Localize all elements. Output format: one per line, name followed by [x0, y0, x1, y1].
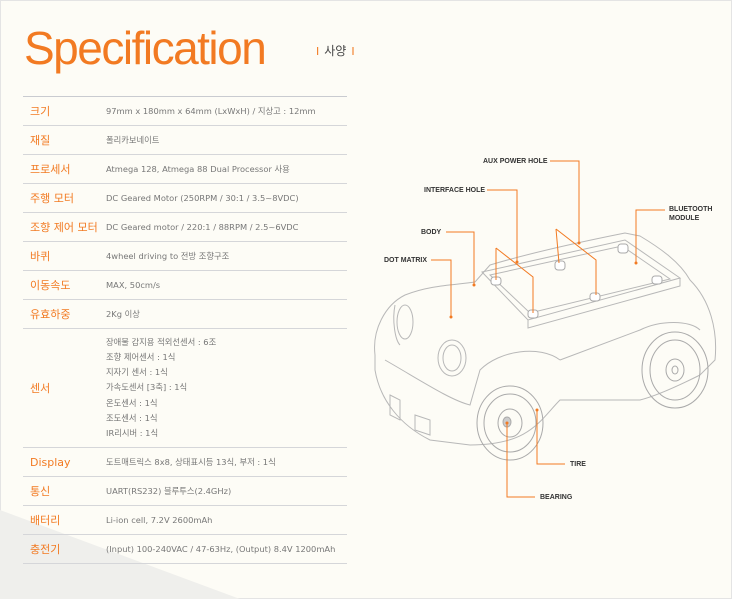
subtitle-text: 사양: [324, 44, 347, 58]
callout-dots: [449, 241, 638, 425]
sensor-item: IR리시버 : 1식: [106, 428, 159, 438]
posts: [490, 243, 663, 319]
label-body: BODY: [421, 229, 442, 236]
sensor-item: 장애물 감지용 적외선센서 : 6조: [106, 336, 217, 347]
sensor-list: 장애물 감지용 적외선센서 : 6조 조향 제어센서 : 1식 지자기 센서 :…: [106, 335, 216, 441]
rear-wheel: [641, 331, 709, 409]
spec-row: 주행 모터 DC Geared Motor (250RPM / 30:1 / 3.…: [23, 184, 347, 213]
spec-label: 주행 모터: [30, 192, 74, 205]
spec-value: DC Geared Motor (250RPM / 30:1 / 3.5~8VD…: [106, 193, 299, 203]
label-bluetooth-line2: MODULE: [669, 215, 700, 222]
label-interface-hole: INTERFACE HOLE: [424, 187, 486, 194]
spec-table: 크기 97mm x 180mm x 64mm (LxWxH) / 지상고 : 12…: [23, 96, 347, 564]
label-dot-matrix: DOT MATRIX: [384, 257, 428, 264]
spec-label: 크기: [30, 105, 51, 118]
spec-label: 충전기: [30, 543, 61, 556]
spec-value: (Input) 100-240VAC / 47-63Hz, (Output) 8…: [106, 544, 336, 554]
sensor-item: 가속도센서 [3축] : 1식: [106, 382, 188, 393]
spec-value: Li-ion cell, 7.2V 2600mAh: [106, 515, 213, 525]
front-wheel: [476, 385, 544, 461]
spec-row: 재질 폴리카보네이트: [23, 126, 347, 155]
sensor-item: 지자기 센서 : 1식: [106, 367, 168, 378]
spec-value: 2Kg 이상: [106, 309, 140, 319]
spec-value: Atmega 128, Atmega 88 Dual Processor 사용: [106, 164, 290, 174]
sensor-item: 조향 제어센서 : 1식: [106, 351, 176, 362]
label-bluetooth-module: BLUETOOTH MODULE: [669, 205, 712, 223]
spec-row: 충전기 (Input) 100-240VAC / 47-63Hz, (Output…: [23, 535, 347, 564]
spec-row: Display 도트매트릭스 8x8, 상태표시등 13식, 부저 : 1식: [23, 448, 347, 477]
spec-row: 바퀴 4wheel driving to 전방 조향구조: [23, 242, 347, 271]
spec-row: 유효하중 2Kg 이상: [23, 300, 347, 329]
spec-label: 통신: [30, 485, 51, 498]
spec-row: 배터리 Li-ion cell, 7.2V 2600mAh: [23, 506, 347, 535]
car-outline: [374, 232, 717, 446]
label-bearing: BEARING: [540, 494, 573, 501]
label-bluetooth-line1: BLUETOOTH: [669, 206, 713, 213]
spec-row: 크기 97mm x 180mm x 64mm (LxWxH) / 지상고 : 12…: [23, 97, 347, 126]
spec-value: 도트매트릭스 8x8, 상태표시등 13식, 부저 : 1식: [106, 457, 276, 467]
sensor-item: 온도센서 : 1식: [106, 397, 158, 408]
spec-row: 이동속도 MAX, 50cm/s: [23, 271, 347, 300]
spec-value: UART(RS232) 블루투스(2.4GHz): [106, 486, 232, 496]
spec-label: 유효하중: [30, 308, 71, 321]
label-tire: TIRE: [570, 461, 586, 468]
spec-label: 배터리: [30, 514, 61, 527]
callout-lines: [431, 160, 665, 498]
spec-row-sensor: 센서 장애물 감지용 적외선센서 : 6조 조향 제어센서 : 1식 지자기 센…: [23, 329, 347, 448]
spec-label: 이동속도: [30, 279, 71, 292]
spec-label: 센서: [30, 382, 51, 395]
spec-row: 조향 제어 모터 DC Geared motor / 220:1 / 88RPM …: [23, 213, 347, 242]
spec-label: 프로세서: [30, 163, 71, 176]
spec-value: MAX, 50cm/s: [106, 280, 161, 290]
page-title: Specification: [24, 22, 267, 74]
spec-label: Display: [30, 455, 71, 469]
spec-row: 프로세서 Atmega 128, Atmega 88 Dual Processor…: [23, 155, 347, 184]
spec-value: 97mm x 180mm x 64mm (LxWxH) / 지상고 : 12mm: [106, 106, 316, 116]
spec-label: 재질: [30, 134, 51, 147]
spec-label: 바퀴: [30, 250, 51, 263]
spec-value: 폴리카보네이트: [106, 135, 160, 145]
spec-label: 조향 제어 모터: [30, 221, 98, 234]
spec-value: DC Geared motor / 220:1 / 88RPM / 2.5~6V…: [106, 222, 299, 232]
label-aux-power-hole: AUX POWER HOLE: [483, 158, 548, 165]
sensor-item: 조도센서 : 1식: [106, 412, 158, 423]
spec-row: 통신 UART(RS232) 블루투스(2.4GHz): [23, 477, 347, 506]
spec-value: 4wheel driving to 전방 조향구조: [106, 251, 230, 261]
